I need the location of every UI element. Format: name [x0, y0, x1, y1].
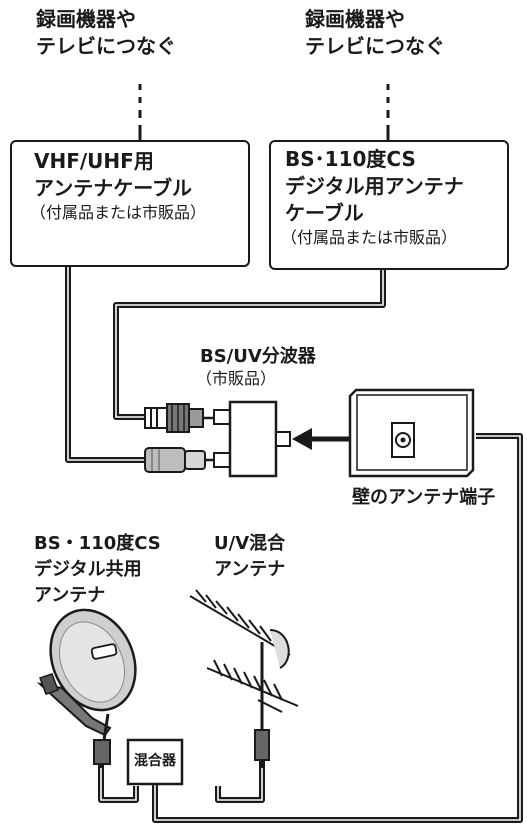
splitter-label: BS/UV分波器 （市販品）	[196, 346, 316, 390]
splitter-note: （市販品）	[196, 369, 277, 388]
uv-antenna-line-1: U/V混合	[214, 533, 286, 554]
bs-antenna-line-1: BS・110度CS	[34, 533, 161, 554]
connect-label-left: 録画機器や テレビにつなぐ	[36, 6, 176, 60]
mixer-box	[126, 738, 184, 786]
bs-antenna-line-2: デジタル共用	[34, 559, 142, 580]
connect-left-line-2: テレビにつなぐ	[36, 34, 176, 58]
connect-label-right: 録画機器や テレビにつなぐ	[305, 6, 445, 60]
uv-cable	[215, 768, 265, 803]
uv-antenna-label: U/V混合 アンテナ	[214, 531, 285, 583]
uv-antenna-line-2: アンテナ	[214, 559, 286, 580]
bs-cable-title-2: デジタル用アンテナ	[285, 174, 464, 198]
bs-cs-cable-box: BS･110度CS デジタル用アンテナ ケーブル （付属品または市販品）	[269, 140, 509, 270]
mixer-label: 混合器	[134, 753, 176, 769]
wall-terminal-label: 壁のアンテナ端子	[352, 487, 496, 508]
vhf-cable-title-2: アンテナケーブル	[34, 176, 192, 200]
uv-antenna-icon	[189, 589, 299, 761]
bs-cable-title-1: BS･110度CS	[285, 147, 416, 171]
vhf-cable-line	[65, 265, 145, 463]
connect-right-line-1: 録画機器や	[305, 7, 405, 31]
bs-cable-line	[113, 268, 386, 420]
bs-antenna-line-3: アンテナ	[34, 585, 106, 606]
wall-antenna-plate	[348, 388, 475, 478]
bs-antenna-label: BS・110度CS デジタル共用 アンテナ	[34, 531, 161, 609]
connect-left-line-1: 録画機器や	[36, 7, 136, 31]
splitter-title: BS/UV分波器	[200, 346, 316, 367]
vhf-uhf-cable-box: VHF/UHF用 アンテナケーブル （付属品または市販品）	[10, 140, 250, 267]
connect-right-line-2: テレビにつなぐ	[305, 34, 445, 58]
f-connector-lower	[144, 447, 228, 473]
vhf-cable-title-1: VHF/UHF用	[34, 149, 154, 173]
bs-cable-title-3: ケーブル	[285, 201, 364, 225]
bs-uv-splitter	[213, 400, 291, 478]
bs-dish-antenna-icon	[36, 608, 137, 765]
bs-cable-note: （付属品または市販品）	[281, 228, 458, 247]
vhf-cable-note: （付属品または市販品）	[30, 203, 207, 222]
